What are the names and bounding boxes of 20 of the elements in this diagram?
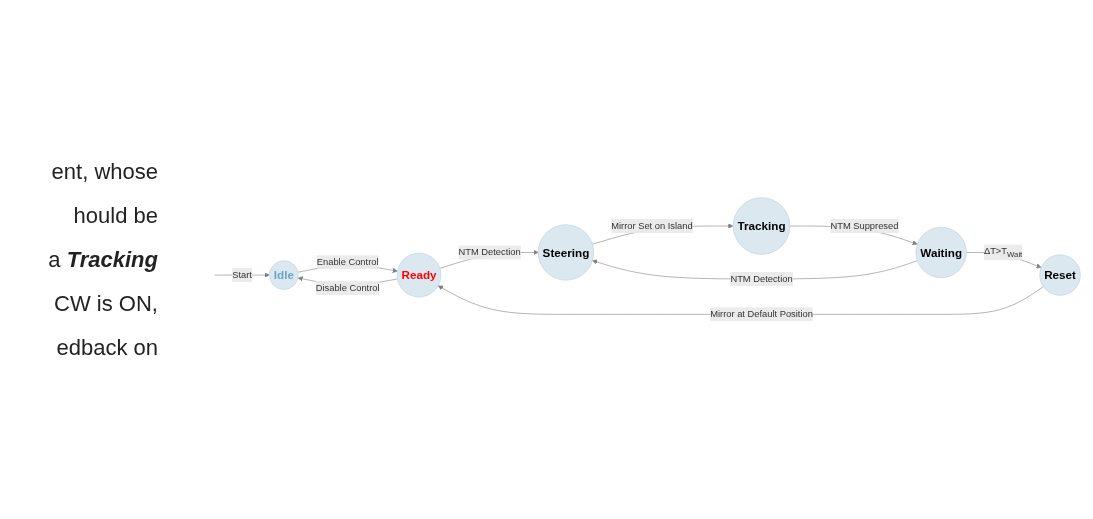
state-circle: Idle xyxy=(269,260,299,290)
edge-label: ΔT>T$_{Wait}$ xyxy=(983,246,1023,259)
edge-label: NTM Detection xyxy=(458,247,521,258)
edge-label: NTM Detection xyxy=(730,273,793,284)
state-circle: Tracking xyxy=(732,197,791,255)
state-circle: Waiting xyxy=(915,226,967,278)
paragraph-fragment: hould be xyxy=(72,202,158,230)
edge-label: Mirror Set on Island xyxy=(611,220,693,231)
state-circle: Reset xyxy=(1039,254,1081,296)
state-circle: Ready xyxy=(396,252,442,298)
edge-label: Start xyxy=(232,269,252,280)
state-circle: Steering xyxy=(537,224,594,281)
edge-label: Enable Control xyxy=(316,257,379,267)
edge-label: Disable Control xyxy=(315,282,380,293)
edge-label: Mirror at Default Position xyxy=(710,309,813,320)
paragraph-fragment: a Tracking xyxy=(47,246,158,274)
edge-label: NTM Suppresed xyxy=(830,220,899,231)
paragraph-fragment: CW is ON, xyxy=(53,290,158,318)
paragraph-fragment: edback on xyxy=(55,334,158,362)
paragraph-fragment: ent, whose xyxy=(50,158,158,186)
